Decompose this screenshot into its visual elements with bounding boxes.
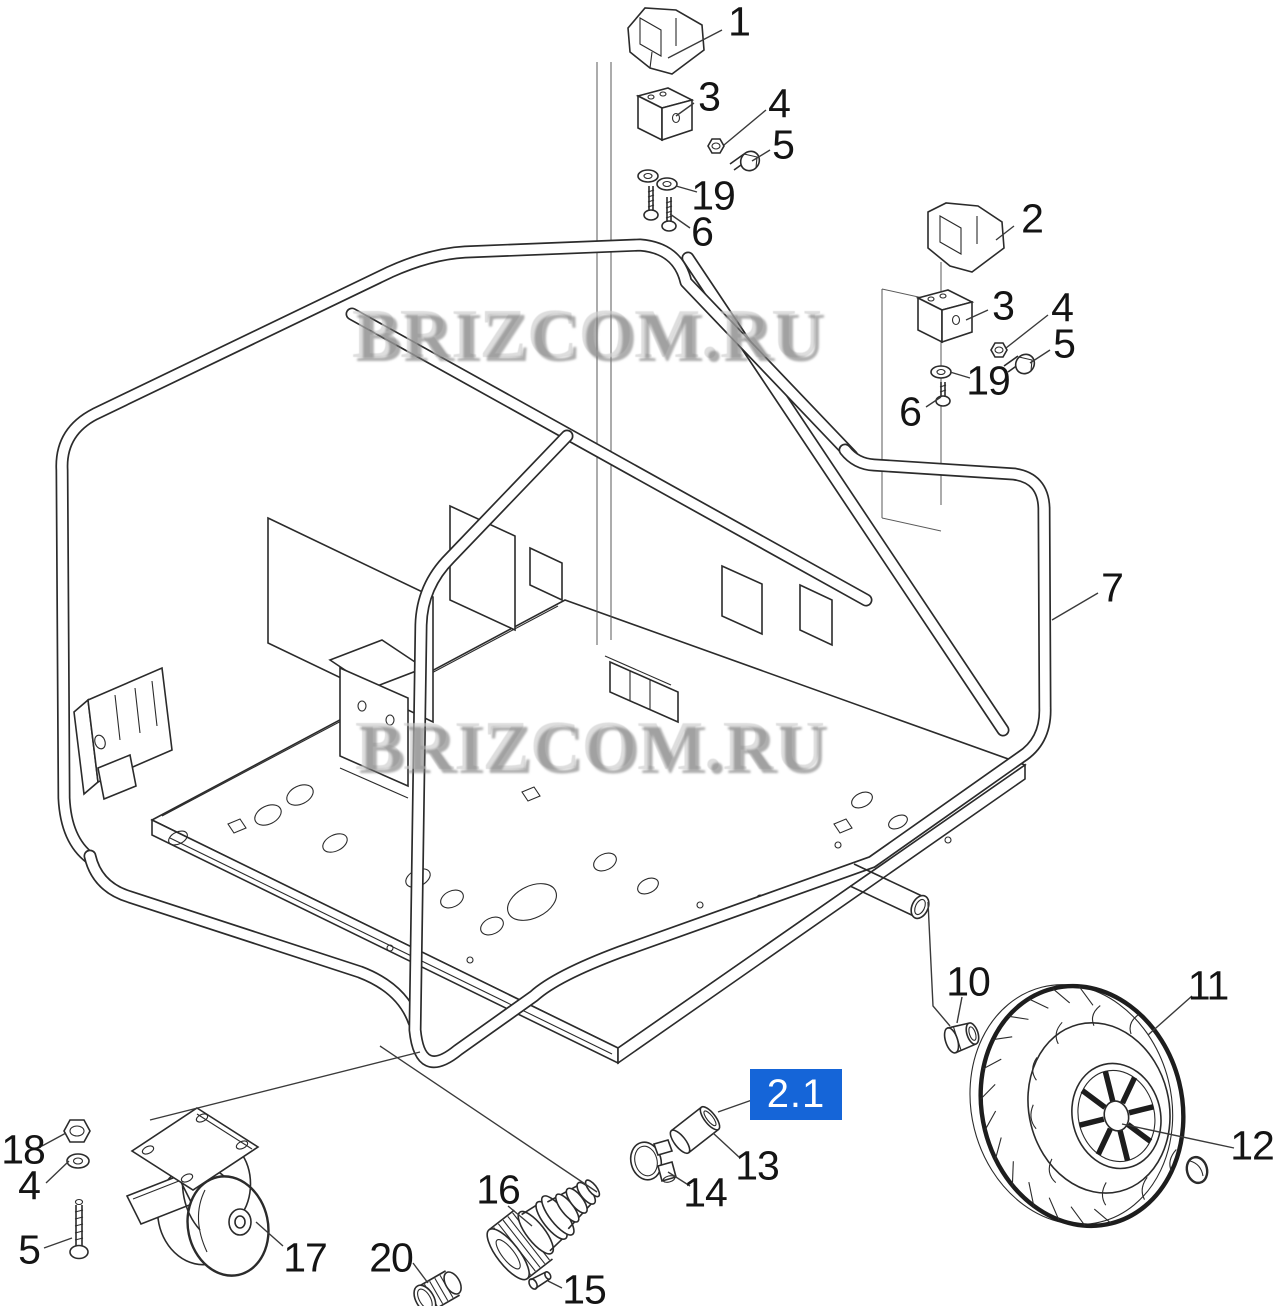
clamp-bracket-drawing [604,655,679,724]
clamp-14-drawing [629,1139,677,1183]
tubular-frame-drawing [62,245,1045,1062]
hub-cap-drawing [1185,1155,1209,1185]
left-slotted-bracket-drawing [73,666,173,801]
plug-20-drawing [413,1270,462,1306]
sleeve-13-drawing [669,1105,721,1155]
caster-washer-4-drawing [66,1153,90,1169]
wheel-drawing [969,983,1186,1229]
caster-drawing [125,1107,270,1277]
axle-stub-drawing [849,863,930,920]
rubber-foot-1-drawing [627,7,705,75]
caster-nut-18-drawing [63,1119,91,1143]
screw-6b-drawing [935,382,951,407]
washers-19a-drawing [637,169,678,191]
washer-19b-drawing [930,365,952,379]
caster-bolt-5-drawing [69,1198,89,1260]
center-mount-bracket-drawing [328,639,426,799]
screw-15-drawing [528,1271,552,1290]
bolt-5a-drawing [729,150,761,172]
screws-6a-drawing [643,186,677,232]
mount-bracket-1-drawing [635,87,695,142]
wheel-spokes [1078,1070,1154,1162]
bolt-5b-drawing [1003,353,1036,375]
tire-tread-lugs [979,985,1112,1227]
sub-assembly-badge[interactable]: 2.1 [750,1069,842,1120]
coupling-16-drawing [486,1179,601,1281]
sidewall-arcs [1030,1005,1177,1206]
leader-lines [41,29,1235,1289]
nut-4b-drawing [990,342,1008,358]
rubber-foot-2-drawing [927,202,1005,273]
wheel-bushing-drawing [943,1022,980,1054]
nut-4a-drawing [707,138,725,154]
base-plate-drawing [150,599,1027,1065]
mount-bracket-2-drawing [915,289,975,344]
